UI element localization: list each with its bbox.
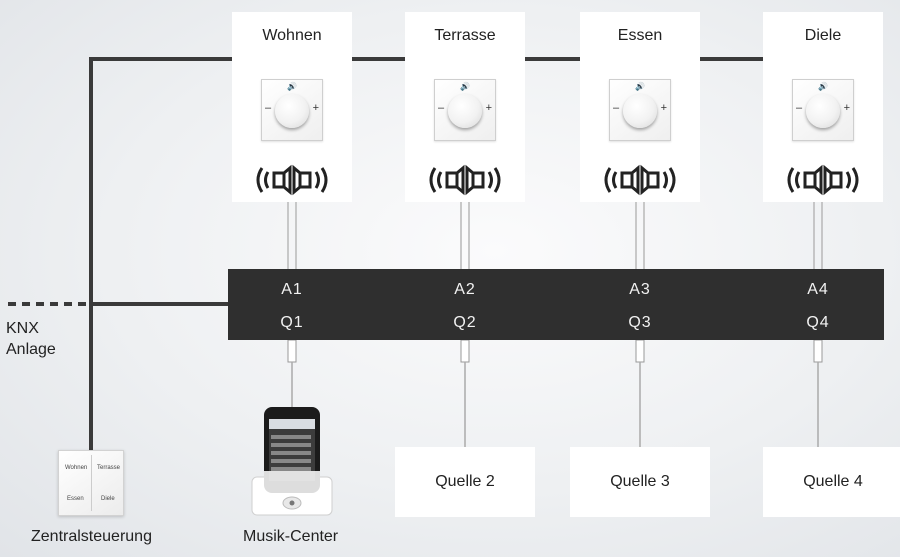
- switch-label: Diele: [101, 496, 115, 502]
- volume-control-plate[interactable]: 🔊 – +: [434, 79, 496, 141]
- source-box: Quelle 3: [570, 447, 710, 517]
- speaker-pair-icon: [604, 164, 676, 196]
- plus-label: +: [660, 102, 667, 114]
- plus-label: +: [312, 102, 319, 114]
- speaker-volume-icon: 🔊: [635, 82, 645, 91]
- caption-central-control: Zentralsteuerung: [31, 528, 152, 545]
- volume-knob[interactable]: [448, 94, 482, 128]
- central-control-switch[interactable]: Wohnen Terrasse Essen Diele: [58, 450, 124, 516]
- knx-label: KNX Anlage: [6, 318, 56, 360]
- volume-control-plate[interactable]: 🔊 – +: [609, 79, 671, 141]
- output-label: A2: [454, 281, 476, 298]
- input-label: Q1: [280, 314, 304, 331]
- source-box: Quelle 2: [395, 447, 535, 517]
- knx-label-line1: KNX: [6, 320, 39, 337]
- room-card-terrasse: Terrasse 🔊 – +: [405, 12, 525, 202]
- volume-knob[interactable]: [275, 94, 309, 128]
- room-card-essen: Essen 🔊 – +: [580, 12, 700, 202]
- speaker-volume-icon: 🔊: [460, 82, 470, 91]
- input-label: Q3: [628, 314, 652, 331]
- switch-label: Wohnen: [65, 465, 88, 471]
- speaker-pair-icon: [429, 164, 501, 196]
- speaker-pair-icon: [787, 164, 859, 196]
- source-box: Quelle 4: [763, 447, 900, 517]
- speaker-volume-icon: 🔊: [287, 82, 297, 91]
- room-card-wohnen: Wohnen 🔊 – +: [232, 12, 352, 202]
- room-card-diele: Diele 🔊 – +: [763, 12, 883, 202]
- knx-bus-line: [89, 57, 818, 450]
- speaker-cables: [287, 186, 823, 269]
- output-label: A1: [281, 281, 303, 298]
- volume-knob[interactable]: [623, 94, 657, 128]
- knx-label-line2: Anlage: [6, 341, 56, 358]
- minus-label: –: [613, 102, 620, 114]
- minus-label: –: [796, 102, 803, 114]
- caption-music-center: Musik-Center: [243, 528, 339, 545]
- room-name: Essen: [617, 27, 663, 44]
- speaker-pair-icon: [256, 164, 328, 196]
- switch-label: Terrasse: [97, 465, 121, 471]
- switch-label: Essen: [67, 496, 84, 502]
- room-name: Diele: [804, 27, 842, 44]
- input-connectors: [287, 339, 823, 363]
- minus-label: –: [438, 102, 445, 114]
- plus-label: +: [843, 102, 850, 114]
- output-label: A4: [807, 281, 829, 298]
- volume-control-plate[interactable]: 🔊 – +: [261, 79, 323, 141]
- volume-knob[interactable]: [806, 94, 840, 128]
- minus-label: –: [265, 102, 272, 114]
- switch-divider: [91, 455, 92, 511]
- plus-label: +: [485, 102, 492, 114]
- input-label: Q4: [806, 314, 830, 331]
- speaker-volume-icon: 🔊: [818, 82, 828, 91]
- knx-bus-drops: [290, 59, 820, 79]
- source-lines: [291, 362, 819, 447]
- input-label: Q2: [453, 314, 477, 331]
- music-center-dock-icon: [251, 407, 333, 516]
- room-name: Wohnen: [262, 27, 322, 44]
- volume-control-plate[interactable]: 🔊 – +: [792, 79, 854, 141]
- output-label: A3: [629, 281, 651, 298]
- audio-matrix-amplifier: A1 Q1 A2 Q2 A3 Q3 A4 Q4: [228, 269, 884, 340]
- room-name: Terrasse: [434, 27, 496, 44]
